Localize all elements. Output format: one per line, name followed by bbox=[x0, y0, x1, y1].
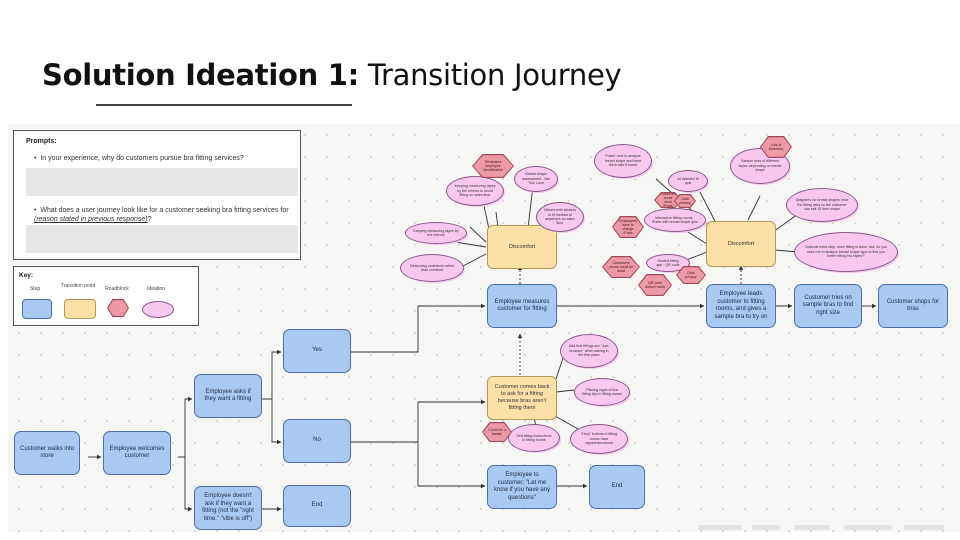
ideation-cloud[interactable]: "Help" buttons in fitting rooms have sig… bbox=[570, 424, 628, 454]
ideation-cloud[interactable]: Interactive fitting rooms - iPads with b… bbox=[644, 208, 706, 232]
step-employee-measures[interactable]: Employee measures customer for fitting bbox=[487, 284, 557, 328]
step-yes[interactable]: Yes bbox=[283, 329, 351, 373]
key-transition-swatch bbox=[64, 299, 96, 319]
ideation-cloud[interactable]: Self-fitting instructions in fitting roo… bbox=[508, 424, 560, 452]
step-employee-asks[interactable]: Employee asks if they want a fitting bbox=[194, 374, 262, 418]
roadblock-hexagon[interactable]: Customers phone could be dead bbox=[602, 256, 640, 278]
whiteboard-canvas[interactable]: Prompts: • In your experience, why do cu… bbox=[8, 124, 960, 532]
ideation-cloud[interactable]: Breast shape assessment - like True Love bbox=[514, 166, 558, 192]
ideation-cloud[interactable]: Diagrams for breast shapes near the fitt… bbox=[786, 188, 858, 222]
roadblock-hexagon[interactable]: Data privacy bbox=[676, 266, 706, 284]
step-end-2[interactable]: End bbox=[589, 465, 645, 509]
slide-title-bold: Solution Ideation 1: bbox=[42, 58, 359, 92]
prompt-answer-1[interactable] bbox=[26, 168, 298, 196]
blurred-footer-text bbox=[698, 525, 742, 530]
step-no[interactable]: No bbox=[283, 419, 351, 463]
key-roadblock-swatch bbox=[107, 299, 129, 317]
prompt-answer-2[interactable] bbox=[26, 225, 298, 253]
transition-discomfort-1[interactable]: Discomfort bbox=[487, 225, 557, 269]
step-customer-tries-on[interactable]: Customer tries on sample bras to find ri… bbox=[794, 284, 862, 328]
step-employee-leads[interactable]: Employee leads customer to fitting rooms… bbox=[706, 284, 776, 328]
key-panel: Key: Step Transition point Roadblock Ide… bbox=[13, 266, 199, 326]
roadblock-hexagon[interactable]: Customer could steal iPads bbox=[654, 192, 682, 208]
prompt-question-2: • What does a user journey look like for… bbox=[34, 207, 289, 223]
ideation-cloud[interactable]: Add that fittings are "non-invasive" whe… bbox=[560, 334, 618, 368]
slide-title: Solution Ideation 1: Transition Journey bbox=[42, 58, 622, 92]
roadblock-hexagon[interactable]: Employees have to charge iPads bbox=[612, 216, 644, 238]
step-customer-walks-in[interactable]: Customer walks into store bbox=[14, 431, 80, 475]
prompt-question-1: • In your experience, why do customers p… bbox=[34, 155, 244, 162]
ideation-cloud[interactable]: Keeping measuring tapes by the mirrors bbox=[405, 222, 467, 244]
key-title: Key: bbox=[19, 272, 34, 279]
ideation-cloud[interactable]: Optional extra step: once fitting is don… bbox=[794, 232, 898, 272]
prompt-question-2-text: What does a user journey look like for a… bbox=[40, 207, 289, 214]
step-employee-welcomes[interactable]: Employee welcomes customer bbox=[103, 431, 171, 475]
roadblock-hexagon[interactable]: Eliminates employee identification bbox=[472, 154, 514, 178]
key-step-swatch bbox=[22, 299, 52, 319]
step-let-me-know[interactable]: Employee to customer: "Let me know if yo… bbox=[487, 465, 557, 509]
blurred-footer-text bbox=[844, 525, 892, 530]
step-customer-shops[interactable]: Customer shops for bras bbox=[878, 284, 948, 328]
ideation-cloud[interactable]: Placing signs of bra fitting tips in fit… bbox=[574, 378, 630, 406]
ideation-cloud[interactable]: Keeping measuring tapes by the mirrors t… bbox=[446, 176, 504, 206]
title-underline bbox=[96, 104, 352, 106]
key-label-transition: Transition point bbox=[61, 283, 95, 289]
key-ideation-swatch bbox=[142, 301, 174, 318]
ideation-cloud[interactable]: At assisted fit quiz bbox=[668, 170, 708, 192]
ideation-cloud[interactable]: Poster next to analyse breast shape and … bbox=[594, 144, 652, 178]
step-end-1[interactable]: End bbox=[283, 485, 351, 527]
prompts-title: Prompts: bbox=[26, 138, 57, 145]
blurred-footer-text bbox=[904, 525, 944, 530]
transition-customer-comes-back[interactable]: Customer comes back to ask for a fitting… bbox=[487, 376, 557, 420]
slide-title-rest: Transition Journey bbox=[367, 58, 622, 92]
step-employee-doesnt-ask[interactable]: Employee doesn't ask if they want a fitt… bbox=[194, 486, 262, 530]
prompts-panel: Prompts: • In your experience, why do cu… bbox=[13, 130, 301, 260]
roadblock-hexagon[interactable]: Lots of inventory bbox=[760, 136, 792, 158]
ideation-cloud[interactable]: Guided fitting app - QR code bbox=[646, 254, 690, 272]
prompt-question-1-text: In your experience, why do customers pur… bbox=[40, 155, 244, 162]
transition-discomfort-2[interactable]: Discomfort bbox=[706, 221, 776, 267]
key-label-roadblock: Roadblock bbox=[105, 286, 129, 292]
ideation-cloud[interactable]: Mirrors with stickers to fit instead of … bbox=[536, 202, 584, 232]
ideation-cloud[interactable]: Measuring underbust rather than overbust bbox=[400, 254, 464, 282]
blurred-footer-text bbox=[794, 525, 830, 530]
roadblock-hexagon[interactable]: QR code doesn't work bbox=[638, 274, 672, 296]
prompt-question-2-italic: (reason stated in previous response) bbox=[34, 216, 148, 223]
blurred-footer-text bbox=[752, 525, 780, 530]
roadblock-hexagon[interactable]: Could be a hassle bbox=[482, 422, 512, 442]
roadblock-hexagon[interactable]: Data privacy bbox=[674, 194, 696, 208]
key-label-ideation: Ideation bbox=[147, 286, 165, 292]
prompt-question-2-end: ? bbox=[147, 216, 152, 223]
key-label-step: Step bbox=[29, 286, 41, 292]
